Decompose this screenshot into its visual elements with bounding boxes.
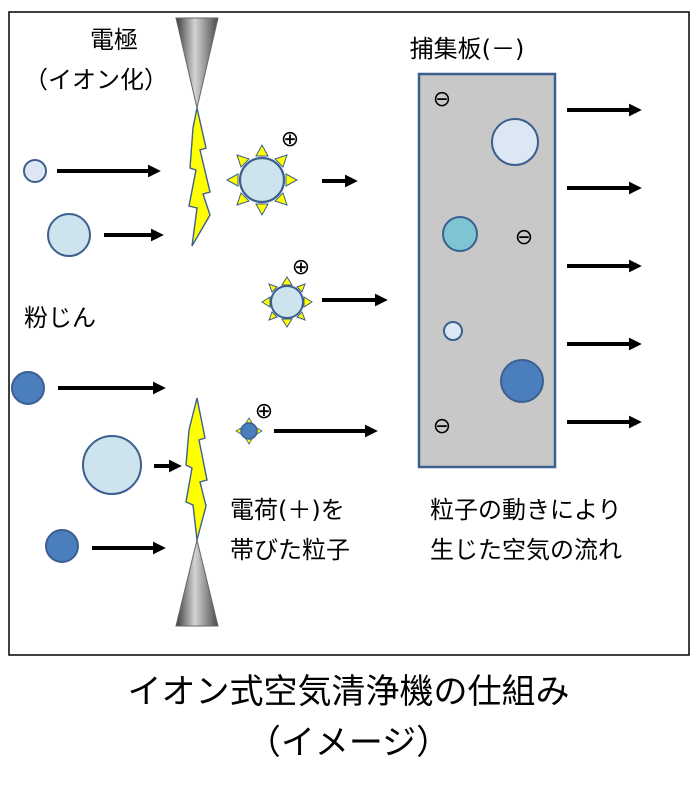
- captured-particle: [442, 216, 478, 252]
- collector-label: 捕集板(－): [410, 35, 525, 63]
- charged-particle-label: 帯びた粒子: [230, 536, 350, 564]
- charged-particle: [261, 276, 313, 328]
- electrode-sublabel: （イオン化）: [24, 66, 168, 94]
- charged-particle-label: 電荷(＋)を: [230, 496, 345, 524]
- charged-particle: [225, 143, 299, 217]
- negative-charge-icon: ⊖: [433, 87, 451, 112]
- positive-charge-icon: ⊕: [255, 399, 273, 424]
- electrode-label: 電極: [90, 26, 138, 54]
- positive-charge-icon: ⊕: [281, 127, 299, 152]
- lower-electrode: [175, 539, 219, 627]
- negative-charge-icon: ⊖: [433, 414, 451, 439]
- caption-title: イオン式空気清浄機の仕組み: [127, 672, 570, 712]
- captured-particle: [443, 321, 463, 341]
- upper-spark-icon: [188, 107, 211, 247]
- upper-electrode: [175, 17, 219, 109]
- charged-particle: [235, 417, 263, 445]
- dust-particle: [45, 529, 79, 563]
- captured-particle: [500, 359, 544, 403]
- dust-particle: [11, 371, 45, 405]
- airflow-label: 生じた空気の流れ: [430, 536, 622, 564]
- negative-charge-icon: ⊖: [515, 225, 533, 250]
- caption-subtitle: （イメージ）: [246, 723, 451, 763]
- dust-label: 粉じん: [24, 304, 96, 332]
- positive-charge-icon: ⊕: [292, 255, 310, 280]
- lower-spark-icon: [185, 397, 208, 541]
- dust-particle: [82, 435, 142, 495]
- captured-particle: [491, 118, 539, 166]
- dust-particle: [47, 213, 91, 257]
- airflow-label: 粒子の動きにより: [430, 496, 622, 524]
- dust-particle: [23, 159, 47, 183]
